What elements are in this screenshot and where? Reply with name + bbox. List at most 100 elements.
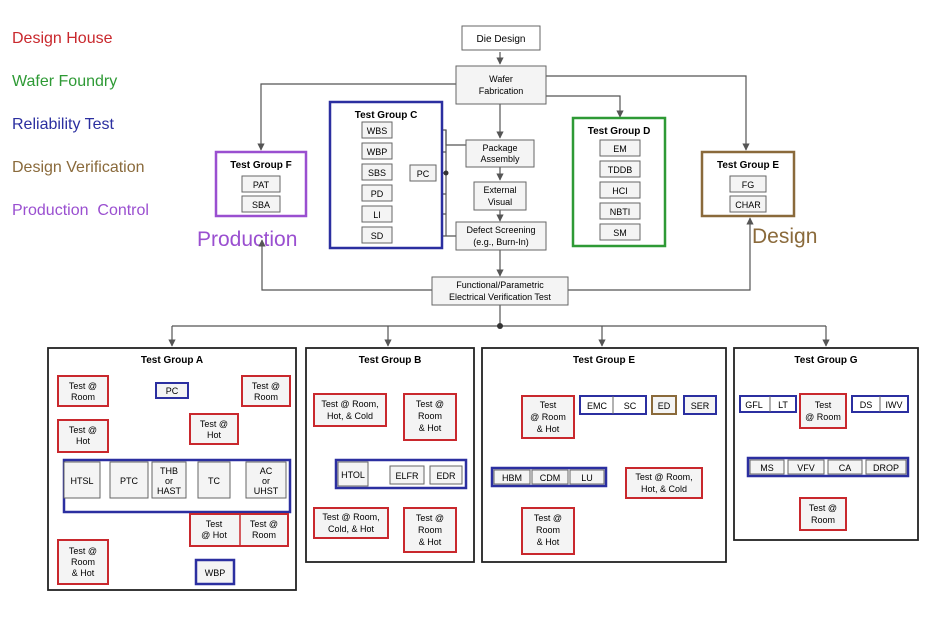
group-e-top-item-box [729, 195, 767, 213]
group-d-item-label: TDDB [608, 165, 633, 175]
e-test-right [625, 467, 703, 499]
svg-text:Functional/Parametric: Functional/Parametric [456, 280, 544, 290]
legend-production-control: Production Control [12, 202, 149, 219]
svg-text:Hot, & Cold: Hot, & Cold [327, 411, 373, 421]
svg-text:Electrical Verification Test: Electrical Verification Test [449, 292, 551, 302]
svg-text:Test @ Room,: Test @ Room, [635, 472, 692, 482]
svg-text:Package: Package [482, 143, 517, 153]
svg-text:Room: Room [536, 525, 560, 535]
b-test-right [403, 393, 457, 441]
a-test-hot [57, 419, 109, 453]
svg-text:HTSL: HTSL [70, 476, 93, 486]
svg-text:ELFR: ELFR [395, 471, 419, 481]
svg-text:UHST: UHST [254, 486, 279, 496]
svg-text:Test @: Test @ [69, 546, 97, 556]
b-test-bottom-left [313, 507, 389, 539]
group-e-top-item-label: CHAR [735, 200, 761, 210]
svg-text:Room: Room [811, 515, 835, 525]
legend-design-verification: Design Verification [12, 159, 145, 176]
group-c-item-box [361, 184, 393, 202]
svg-text:SC: SC [624, 401, 637, 411]
group-c-item-box [361, 205, 393, 223]
svg-text:Assembly: Assembly [480, 154, 520, 164]
group-d-item-box [599, 181, 641, 199]
group-c-item-label: SD [371, 231, 384, 241]
svg-text:& Hot: & Hot [419, 423, 442, 433]
a-wbp [194, 558, 236, 586]
svg-text:Test @: Test @ [200, 419, 228, 429]
a-ac [245, 461, 287, 499]
g-test-bottom [799, 497, 847, 531]
svg-text:ED: ED [658, 401, 671, 411]
svg-text:HTOL: HTOL [341, 470, 365, 480]
svg-text:PC: PC [417, 169, 430, 179]
group-f-item-label: PAT [253, 180, 270, 190]
functional-verification-box: Functional/Parametric Electrical Verific… [431, 276, 569, 306]
svg-text:Test @: Test @ [252, 381, 280, 391]
svg-text:Test @: Test @ [416, 399, 444, 409]
svg-text:Test @: Test @ [534, 513, 562, 523]
group-d-item-label: HCI [612, 186, 628, 196]
svg-text:(e.g., Burn-In): (e.g., Burn-In) [473, 237, 529, 247]
svg-text:Hot, & Cold: Hot, & Cold [641, 484, 687, 494]
svg-text:Test: Test [206, 519, 223, 529]
svg-text:VFV: VFV [797, 463, 815, 473]
test-group-b: Test Group B Test @ Room, Hot, & Cold Te… [305, 347, 475, 563]
a-pc [155, 382, 189, 399]
pc-side-box: PC [409, 164, 437, 182]
group-d-item-label: NBTI [610, 207, 631, 217]
svg-text:IWV: IWV [886, 400, 903, 410]
group-f-item-label: SBA [252, 200, 270, 210]
group-c-item-box [361, 121, 393, 139]
svg-text:Room: Room [418, 411, 442, 421]
b-test-bottom-right [403, 507, 457, 553]
svg-text:Test Group G: Test Group G [794, 355, 857, 366]
svg-text:Test @: Test @ [250, 519, 278, 529]
svg-text:Test @ Room,: Test @ Room, [322, 512, 379, 522]
svg-text:PC: PC [166, 386, 179, 396]
svg-text:Test @: Test @ [69, 425, 97, 435]
group-d-item-label: EM [613, 144, 627, 154]
legend-design-house: Design House [12, 30, 113, 47]
group-e-top-item-label: FG [742, 180, 755, 190]
group-d-item-box [599, 202, 641, 220]
design-label: Design [752, 225, 818, 248]
svg-text:MS: MS [760, 463, 774, 473]
a-tc [197, 461, 231, 499]
group-d-item-box [599, 223, 641, 241]
group-c-item-label: WBP [367, 147, 388, 157]
svg-text:Test @: Test @ [416, 513, 444, 523]
svg-text:AC: AC [260, 466, 273, 476]
b-band [334, 458, 468, 490]
group-d-item-box [599, 139, 641, 157]
svg-text:& Hot: & Hot [419, 537, 442, 547]
svg-text:Visual: Visual [488, 197, 512, 207]
group-c-item-label: PD [371, 189, 384, 199]
svg-text:Room: Room [71, 392, 95, 402]
svg-text:Room: Room [254, 392, 278, 402]
svg-text:Test: Test [815, 400, 832, 410]
svg-text:Test @: Test @ [69, 381, 97, 391]
svg-text:Room: Room [252, 530, 276, 540]
svg-text:Room: Room [418, 525, 442, 535]
test-group-e: Test Group E Test @ Room & Hot EMC SC ED… [481, 347, 727, 563]
a-test-pair [189, 513, 289, 547]
external-visual-box: External Visual [473, 181, 527, 211]
production-label: Production [197, 228, 298, 251]
svg-text:Hot: Hot [76, 436, 91, 446]
svg-text:& Hot: & Hot [537, 537, 560, 547]
svg-text:Test Group F: Test Group F [230, 160, 291, 171]
svg-text:HBM: HBM [502, 473, 522, 483]
svg-text:External: External [483, 185, 516, 195]
a-htsl [63, 461, 101, 499]
group-c-item-label: WBS [367, 126, 388, 136]
a-thb [151, 461, 187, 499]
g-test-room [799, 393, 847, 429]
svg-text:or: or [165, 476, 173, 486]
e-test-top [521, 395, 575, 439]
svg-text:Fabrication: Fabrication [479, 86, 524, 96]
svg-text:Cold, & Hot: Cold, & Hot [328, 524, 375, 534]
svg-text:or: or [262, 476, 270, 486]
